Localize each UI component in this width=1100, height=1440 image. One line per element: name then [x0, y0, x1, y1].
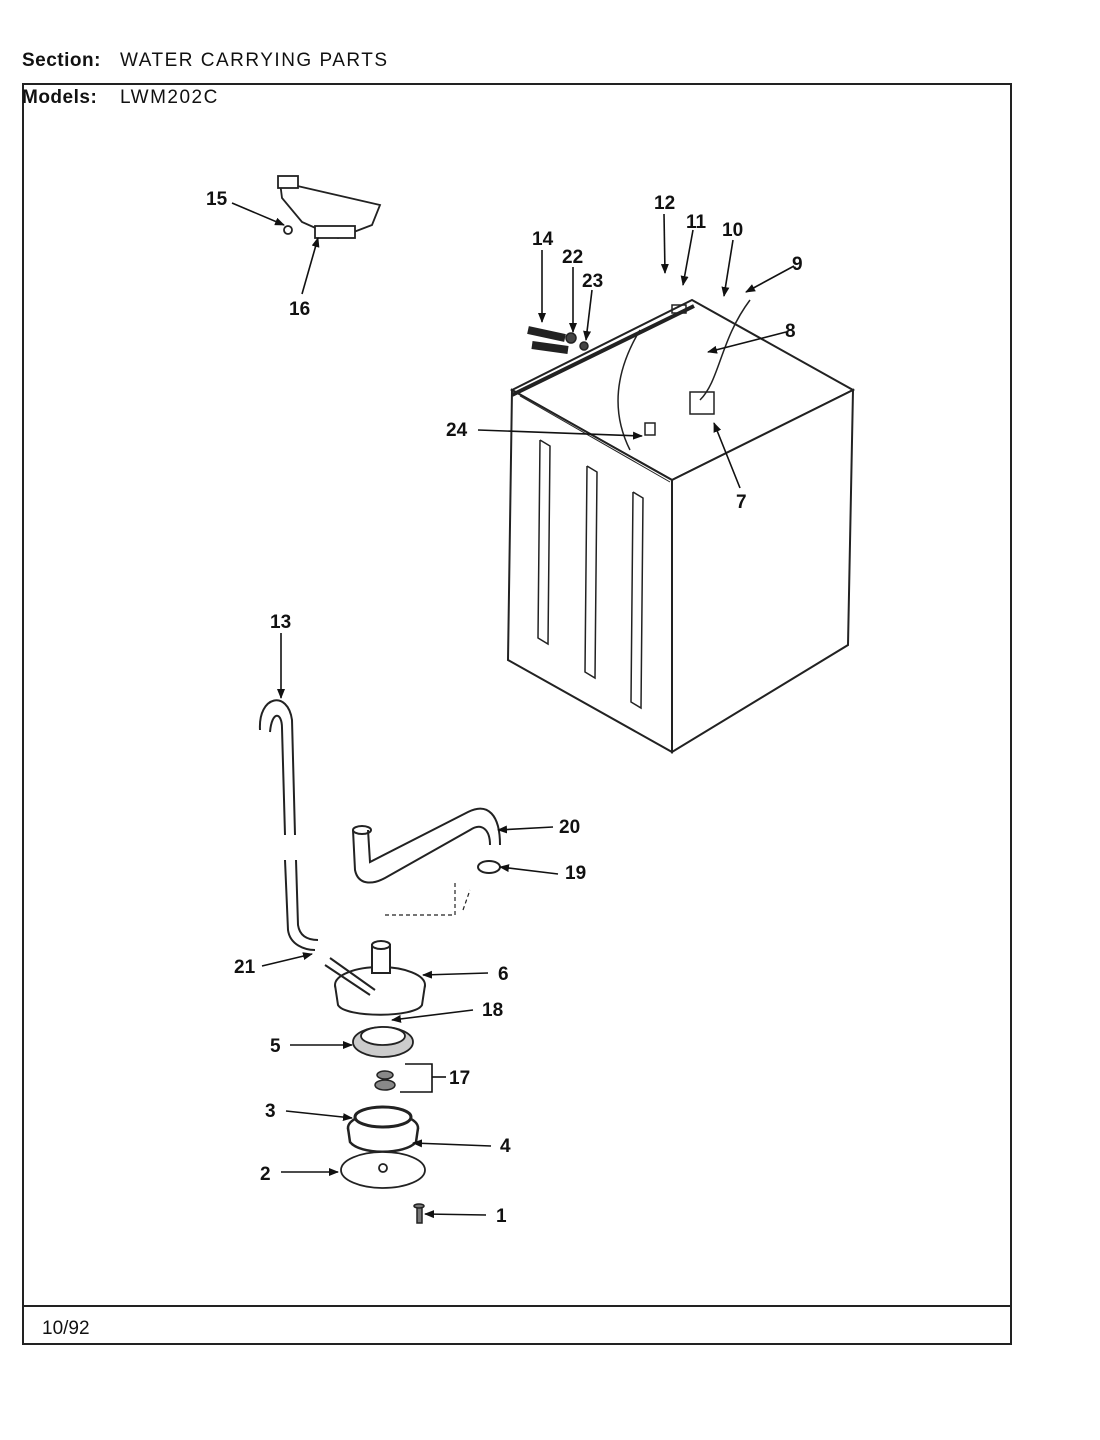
- callout-4: 4: [500, 1136, 511, 1157]
- bracket-assembly: [277, 175, 382, 239]
- impeller: [352, 1026, 414, 1058]
- callout-10: 10: [722, 220, 743, 241]
- callout-23: 23: [582, 271, 603, 292]
- callout-12: 12: [654, 193, 675, 214]
- callout-17: 17: [449, 1068, 470, 1089]
- leader-lines: [231, 202, 795, 1219]
- screw: [413, 1203, 425, 1224]
- callout-9: 9: [792, 254, 803, 275]
- models-header: Models: LWM202C: [22, 87, 219, 109]
- pump-housing: [346, 1105, 420, 1153]
- revision-date: 10/92: [42, 1318, 90, 1339]
- seal-parts: [374, 1070, 396, 1091]
- drain-hose: [258, 699, 319, 951]
- callout-16: 16: [289, 299, 310, 320]
- callout-2: 2: [260, 1164, 271, 1185]
- models-value: LWM202C: [120, 87, 219, 108]
- cover-plate: [340, 1151, 426, 1189]
- footer-divider: [22, 1305, 1012, 1307]
- callout-5: 5: [270, 1036, 281, 1057]
- diagram-frame: [22, 83, 1012, 1345]
- callout-20: 20: [559, 817, 580, 838]
- callout-1: 1: [496, 1206, 507, 1227]
- callout-11: 11: [686, 212, 707, 233]
- callout-19: 19: [565, 863, 586, 884]
- callout-21: 21: [234, 957, 256, 978]
- callout-14: 14: [532, 229, 554, 250]
- callout-labels: 1 2 3 4 5 6 7 8 9 10 11 12 13 14 15 16 1…: [206, 189, 803, 1227]
- callout-18: 18: [482, 1000, 503, 1021]
- callout-8: 8: [785, 321, 796, 342]
- section-title: WATER CARRYING PARTS: [120, 50, 389, 71]
- callout-15: 15: [206, 189, 228, 210]
- callout-22: 22: [562, 247, 583, 268]
- pump-hose: [352, 807, 501, 916]
- callout-6: 6: [498, 964, 509, 985]
- section-label: Section:: [22, 50, 101, 71]
- callout-7: 7: [736, 492, 747, 513]
- water-pump: [324, 940, 426, 1016]
- callout-3: 3: [265, 1101, 276, 1122]
- inlet-hoses: [527, 326, 589, 354]
- callout-13: 13: [270, 612, 291, 633]
- models-label: Models:: [22, 87, 98, 108]
- callout-24: 24: [446, 420, 468, 441]
- section-header: Section: WATER CARRYING PARTS: [22, 50, 389, 72]
- washer-cabinet: [506, 298, 856, 754]
